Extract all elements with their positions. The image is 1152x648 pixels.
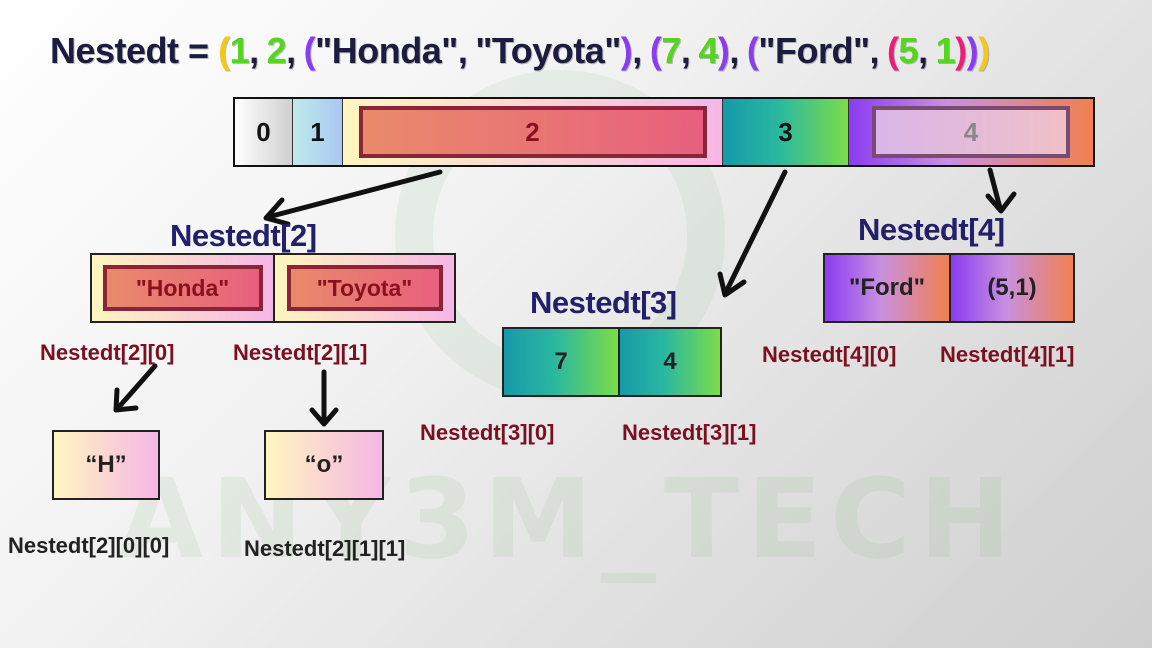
title-token: , <box>249 30 259 71</box>
nested3-item-1: 4 <box>620 329 720 395</box>
title-token: ) <box>620 30 633 71</box>
toyota-text: "Toyota" <box>316 274 413 301</box>
arrow-to-nested4 <box>985 167 1017 214</box>
title-token: 4 <box>698 30 718 71</box>
nested4-item-1: (5,1) <box>951 255 1073 321</box>
title-token: , <box>869 30 880 71</box>
arrow-to-nested3 <box>717 169 788 298</box>
title-token: 7 <box>661 30 681 71</box>
arrow-to-nested2 <box>263 169 443 227</box>
title-token: ( <box>746 30 759 71</box>
title-lhs: Nestedt = <box>50 30 209 71</box>
nested4-label: Nestedt[4] <box>858 212 1005 247</box>
title-token: , <box>680 30 691 71</box>
nested4-item-1-text: (5,1) <box>987 274 1037 301</box>
title-token: , <box>729 30 739 71</box>
title-token: , <box>286 30 296 71</box>
title-token: "Ford" <box>758 30 870 71</box>
title-token: 2 <box>266 30 287 71</box>
index-label-3: 3 <box>778 116 793 147</box>
nested4-item-0: "Ford" <box>825 255 951 321</box>
title-token: , <box>918 30 928 71</box>
char-h-text: “H” <box>85 451 127 478</box>
nested2-label: Nestedt[2] <box>170 218 317 253</box>
char-o-text: “o” <box>304 451 344 478</box>
index-cell-1: 1 <box>293 99 343 165</box>
title-token: 1 <box>229 30 250 71</box>
char-o-box: “o” <box>264 430 384 500</box>
index-cell-3: 3 <box>723 99 849 165</box>
title-token: "Honda" <box>315 30 458 71</box>
nested2-item-1: "Toyota" <box>275 255 454 321</box>
title-token: ( <box>218 30 230 71</box>
honda-text: "Honda" <box>135 274 230 301</box>
tuple-definition: Nestedt = (1,2,("Honda","Toyota"),(7,4),… <box>50 30 990 72</box>
title-token: ( <box>303 30 316 71</box>
arrow-to-char-o <box>309 369 339 427</box>
nested2-0-label: Nestedt[2][0] <box>40 340 175 365</box>
title-token: ) <box>978 30 990 71</box>
arrow-to-char-h <box>113 363 158 413</box>
nested4-box: "Ford" (5,1) <box>823 253 1075 323</box>
char-h-box: “H” <box>52 430 160 500</box>
nested4-0-label: Nestedt[4][0] <box>762 342 897 367</box>
nested3-item-1-text: 4 <box>663 348 677 375</box>
title-token: 5 <box>898 30 919 71</box>
index-label-0: 0 <box>256 116 271 147</box>
nested4-1-label: Nestedt[4][1] <box>940 342 1075 367</box>
title-token: ( <box>649 30 662 71</box>
nested2-item-1-inner: "Toyota" <box>286 265 443 311</box>
nested3-item-0-text: 7 <box>554 348 568 375</box>
nested3-label: Nestedt[3] <box>530 285 677 320</box>
index-label-4: 4 <box>963 116 979 147</box>
index-cell-0: 0 <box>235 99 293 165</box>
nested3-box: 7 4 <box>502 327 722 397</box>
nested3-item-0: 7 <box>504 329 620 395</box>
nested2-1-label: Nestedt[2][1] <box>233 340 368 365</box>
nested3-1-label: Nestedt[3][1] <box>622 420 757 445</box>
tuple-index-bar: 0 1 2 3 4 <box>233 97 1095 167</box>
nested2-item-0: "Honda" <box>92 255 275 321</box>
title-token: , <box>457 30 468 71</box>
index-label-1: 1 <box>310 116 325 147</box>
index-cell-2: 2 <box>343 99 723 165</box>
char-h-label: Nestedt[2][0][0] <box>8 533 170 558</box>
index-cell-2-inner: 2 <box>358 106 707 158</box>
ford-text: "Ford" <box>848 274 926 301</box>
index-cell-4-inner: 4 <box>872 106 1070 158</box>
nested2-box: "Honda" "Toyota" <box>90 253 456 323</box>
index-cell-4: 4 <box>849 99 1093 165</box>
title-token: ) <box>717 30 730 71</box>
title-tokens: (1,2,("Honda","Toyota"),(7,4),("Ford",(5… <box>218 30 990 71</box>
nested3-0-label: Nestedt[3][0] <box>420 420 555 445</box>
title-token: "Toyota" <box>475 30 621 71</box>
title-token: , <box>632 30 642 71</box>
title-token: 1 <box>935 30 956 71</box>
title-token: ) <box>955 30 967 71</box>
title-token: ( <box>887 30 899 71</box>
index-label-2: 2 <box>525 116 540 147</box>
char-o-label: Nestedt[2][1][1] <box>244 536 406 561</box>
title-token: ) <box>966 30 979 71</box>
nested2-item-0-inner: "Honda" <box>102 265 263 311</box>
